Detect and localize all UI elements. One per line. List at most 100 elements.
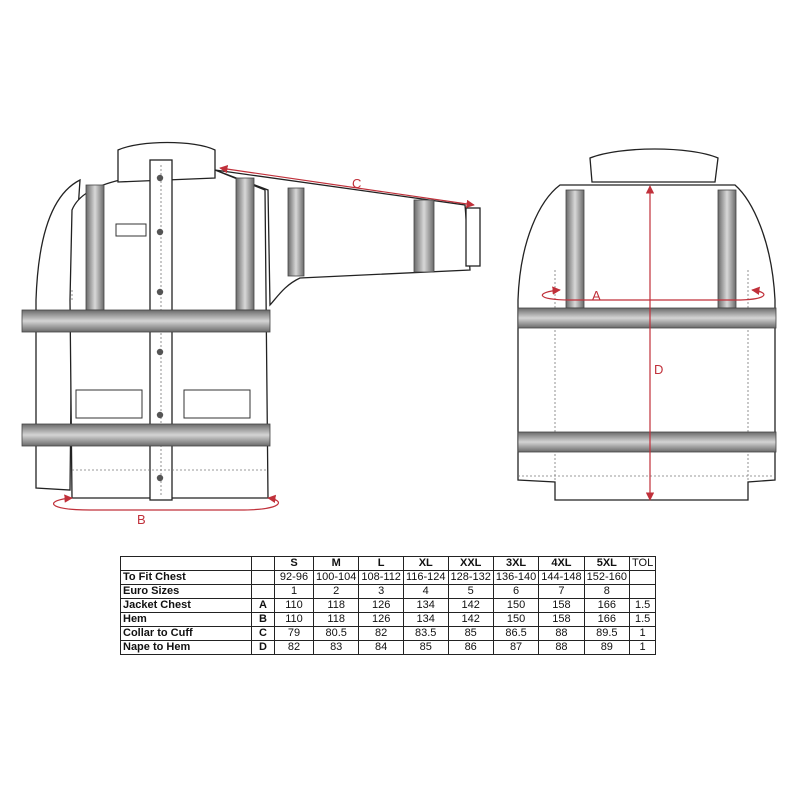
table-cell: 6 (492, 584, 540, 599)
right-pocket-flap (183, 389, 251, 419)
front-cuff (465, 207, 481, 267)
front-left-sleeve (35, 178, 81, 491)
table-cell: 4 (402, 584, 449, 599)
row-label: Hem (120, 612, 252, 627)
header-blank (120, 556, 252, 571)
table-cell: 126 (358, 612, 404, 627)
table-cell: 89 (583, 640, 631, 655)
table-cell: 85 (447, 626, 494, 641)
table-cell: 83.5 (402, 626, 449, 641)
button-2 (156, 228, 164, 236)
table-cell: 83 (312, 640, 360, 655)
table-cell: 134 (402, 598, 449, 613)
table-cell: 142 (447, 598, 494, 613)
button-5 (156, 411, 164, 419)
row-label: To Fit Chest (120, 570, 252, 585)
row-code: D (251, 640, 275, 655)
table-cell: 87 (492, 640, 540, 655)
table-cell: 82 (358, 626, 404, 641)
jacket-measurement-diagram: C B A D (21, 141, 777, 527)
table-cell: 5 (447, 584, 494, 599)
tolerance-cell: 1 (628, 626, 657, 641)
back-left-brace (565, 189, 585, 309)
back-hem-band (517, 431, 777, 453)
back-chest-band (517, 307, 777, 329)
sleeve-band-lower (413, 199, 435, 273)
table-cell: 150 (492, 598, 540, 613)
row-label: Collar to Cuff (120, 626, 252, 641)
measure-a-arrow (541, 286, 765, 301)
table-cell: 126 (358, 598, 404, 613)
table-cell: 80.5 (312, 626, 360, 641)
table-cell: 110 (274, 612, 314, 627)
button-6 (156, 474, 164, 482)
table-cell: 144-148 (538, 570, 585, 585)
jacket-front-view: C B (21, 141, 481, 527)
front-right-brace (235, 177, 255, 311)
table-cell: 3 (358, 584, 404, 599)
header-size-xl: XL (402, 556, 449, 571)
label-d: D (654, 362, 663, 377)
sleeve-band-upper (287, 187, 305, 277)
table-cell: 116-124 (402, 570, 449, 585)
row-code (251, 584, 275, 599)
header-blank (251, 556, 275, 571)
header-size-m: M (312, 556, 360, 571)
row-label: Nape to Hem (120, 640, 252, 655)
table-cell: 110 (274, 598, 314, 613)
back-body (517, 184, 776, 501)
table-cell: 118 (312, 612, 360, 627)
tolerance-cell (628, 584, 657, 599)
table-cell: 86 (447, 640, 494, 655)
table-cell: 136-140 (492, 570, 540, 585)
tolerance-cell (628, 570, 657, 585)
back-hood-collar (589, 148, 719, 183)
table-cell: 88 (538, 640, 585, 655)
table-cell: 166 (583, 612, 631, 627)
table-cell: 1 (274, 584, 314, 599)
front-chest-band (21, 309, 271, 333)
table-cell: 88 (538, 626, 585, 641)
table-cell: 92-96 (274, 570, 314, 585)
header-tol: TOL (628, 556, 657, 571)
label-a: A (592, 288, 601, 303)
measure-b-arrow (53, 494, 279, 511)
table-cell: 86.5 (492, 626, 540, 641)
jacket-back-view: A D (517, 148, 777, 501)
table-cell: 134 (402, 612, 449, 627)
table-cell: 142 (447, 612, 494, 627)
left-pocket-flap (75, 389, 143, 419)
id-badge-pocket (115, 223, 147, 237)
tolerance-cell: 1.5 (628, 612, 657, 627)
row-code: A (251, 598, 275, 613)
table-cell: 108-112 (358, 570, 404, 585)
table-cell: 84 (358, 640, 404, 655)
row-label: Jacket Chest (120, 598, 252, 613)
front-left-brace (85, 184, 105, 311)
table-cell: 166 (583, 598, 631, 613)
table-cell: 152-160 (583, 570, 631, 585)
row-label: Euro Sizes (120, 584, 252, 599)
header-size-5xl: 5XL (583, 556, 631, 571)
measure-c-arrow (219, 164, 475, 209)
header-size-xxl: XXL (447, 556, 494, 571)
table-cell: 85 (402, 640, 449, 655)
header-size-4xl: 4XL (538, 556, 585, 571)
label-b: B (137, 512, 146, 527)
header-size-l: L (358, 556, 404, 571)
front-hem-band (21, 423, 271, 447)
front-buttons (156, 174, 164, 482)
row-code: B (251, 612, 275, 627)
table-cell: 118 (312, 598, 360, 613)
table-cell: 7 (538, 584, 585, 599)
button-3 (156, 288, 164, 296)
table-cell: 2 (312, 584, 360, 599)
row-code: C (251, 626, 275, 641)
button-4 (156, 348, 164, 356)
button-1 (156, 174, 164, 182)
